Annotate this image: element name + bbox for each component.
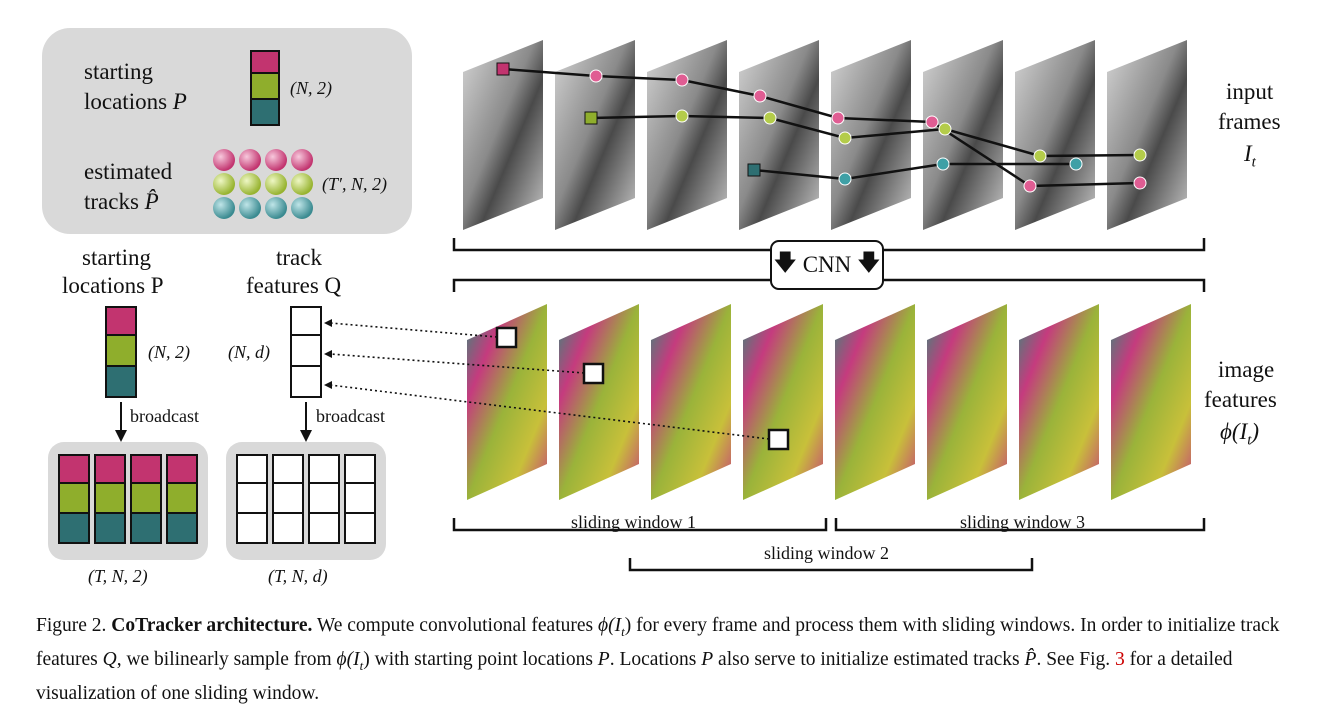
starting-title-2: locations P xyxy=(62,273,164,298)
track-broadcast-stacks xyxy=(236,454,376,544)
frames-diagram xyxy=(452,40,1206,572)
cnn-box: 🡇 CNN 🡇 xyxy=(770,240,884,290)
input-label-1: input xyxy=(1226,79,1274,104)
out-shape-2: (T, N, d) xyxy=(268,566,328,586)
image-label-3: ϕ(It) xyxy=(1220,419,1260,449)
starting-title-1: starting xyxy=(82,245,151,270)
legend-estimated-label-1: estimated xyxy=(84,159,173,184)
sliding-window-2: sliding window 2 xyxy=(764,543,890,563)
legend-estimated-label-2: tracks P̂ xyxy=(84,189,159,214)
track-features-stack xyxy=(290,306,322,398)
starting-shape: (N, 2) xyxy=(148,342,190,362)
track-start-teal xyxy=(747,163,761,177)
legend-starting-label-1: starting xyxy=(84,59,153,84)
legend-starting-label-2: locations P xyxy=(84,89,187,114)
cnn-arrow-left-icon: 🡇 xyxy=(773,249,797,275)
track-start-magenta xyxy=(496,62,510,76)
image-label-1: image xyxy=(1218,357,1275,382)
input-frames xyxy=(463,40,1187,230)
starting-stack xyxy=(105,306,137,398)
sampling-arrows xyxy=(324,319,770,440)
legend-starting-stack xyxy=(250,50,280,126)
figure-ref-link[interactable]: 3 xyxy=(1115,648,1125,670)
image-label-2: features xyxy=(1204,387,1277,412)
cnn-label: CNN xyxy=(802,252,852,277)
feature-frames xyxy=(467,304,1191,500)
starting-broadcast-stacks xyxy=(58,454,198,544)
legend-estimated-shape: (T′, N, 2) xyxy=(322,174,387,194)
sliding-window-1: sliding window 1 xyxy=(571,512,697,532)
track-shape: (N, d) xyxy=(228,342,270,362)
track-start-green xyxy=(584,111,598,125)
input-label-3: It xyxy=(1244,141,1256,171)
track-title-2: features Q xyxy=(246,273,342,298)
sliding-window-3: sliding window 3 xyxy=(960,512,1086,532)
figure-caption: Figure 2. CoTracker architecture. We com… xyxy=(36,615,1280,704)
input-label-2: frames xyxy=(1218,109,1281,134)
caption-figure-label: Figure 2. xyxy=(36,615,107,636)
broadcast-label-1: broadcast xyxy=(130,406,199,426)
cnn-arrow-right-icon: 🡇 xyxy=(857,249,881,275)
broadcast-label-2: broadcast xyxy=(316,406,385,426)
legend-estimated-dots xyxy=(213,149,313,219)
out-shape-1: (T, N, 2) xyxy=(88,566,148,586)
broadcast-arrows xyxy=(115,402,312,442)
caption-title: CoTracker architecture. xyxy=(111,615,313,636)
legend-starting-shape: (N, 2) xyxy=(290,78,332,98)
track-title-1: track xyxy=(276,245,322,270)
